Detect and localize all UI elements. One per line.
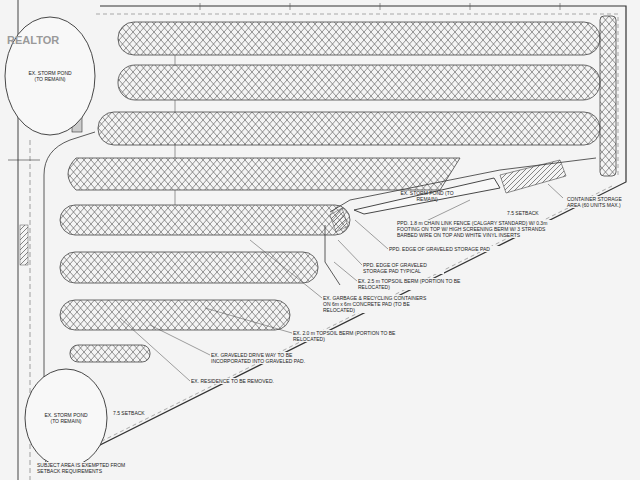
plan-note: 7.5 SETBACK (112, 410, 146, 416)
watermark: REALTOR (6, 34, 60, 46)
plan-note: CONTAINER STORAGE AREA (60 UNITS MAX.) (566, 196, 630, 208)
plan-note: EX. GARBAGE & RECYCLING CONTAINERS ON 6m… (322, 295, 436, 313)
pond-label: EX. STORM POND (TO REMAIN) (41, 412, 91, 424)
pond-label: EX. STORM POND (TO REMAIN) (392, 190, 462, 202)
plan-note: EX. 2.5 m TOPSOIL BERM (PORTION TO BE RE… (357, 278, 469, 290)
storm-pond: EX. STORM POND (TO REMAIN) (352, 176, 502, 216)
plan-note: EX. 2.0 m TOPSOIL BERM (PORTION TO BE RE… (292, 330, 414, 342)
plan-note: PPD. EDGE OF GRAVELED STORAGE PAD (388, 246, 500, 252)
plan-note: EX. RESIDENCE TO BE REMOVED. (190, 378, 275, 384)
plan-note: 7.5 SETBACK (506, 210, 540, 216)
pond-label: EX. STORM POND (TO REMAIN) (25, 70, 75, 82)
plan-note: PPD. 1.8 m CHAIN LINK FENCE (CALGARY STA… (396, 220, 566, 238)
plan-note: PPD. EDGE OF GRAVELED STORAGE PAD TYPICA… (362, 262, 444, 274)
storm-pond: EX. STORM POND (TO REMAIN) (24, 368, 108, 468)
plan-note: EX. GRAVELED DRIVE WAY TO BE INCORPORATE… (210, 352, 312, 364)
plan-note: SUBJECT AREA IS EXEMPTED FROM SETBACK RE… (36, 462, 128, 474)
